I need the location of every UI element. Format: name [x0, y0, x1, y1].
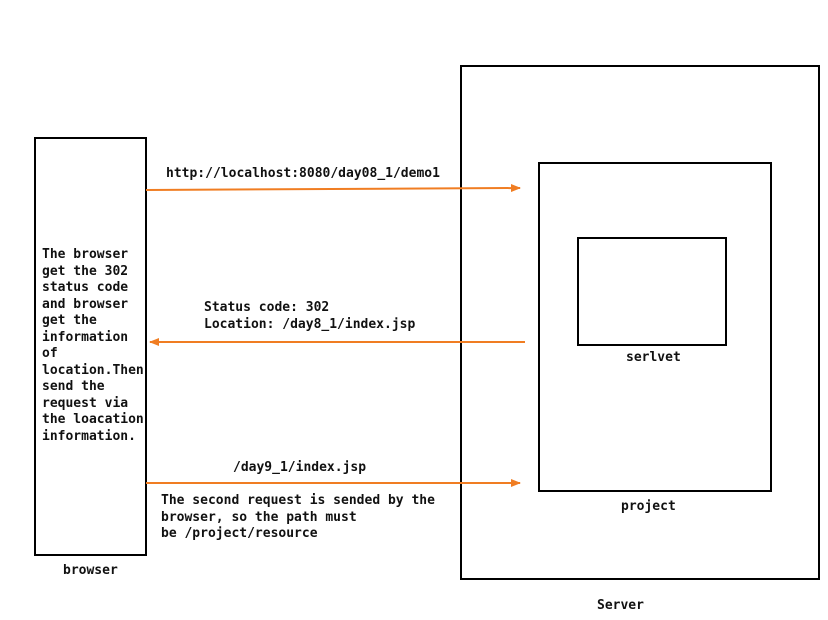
request-url-label: http://localhost:8080/day08_1/demo1: [166, 166, 440, 181]
second-request-note-line: browser, so the path must: [161, 509, 357, 525]
project-label: project: [621, 499, 676, 514]
server-label: Server: [597, 598, 644, 613]
browser-note-line: send the: [42, 379, 105, 394]
request-arrow: [145, 184, 521, 193]
location-label: Location: /day8_1/index.jsp: [204, 316, 416, 332]
browser-note-line: of: [42, 346, 58, 361]
second-request-note-line: The second request is sended by the: [161, 493, 435, 508]
browser-note-line: the loacation: [42, 412, 144, 427]
servlet-label: serlvet: [626, 350, 681, 365]
browser-note-line: location.Then: [42, 362, 144, 378]
browser-note-line: get the 302: [42, 263, 129, 279]
browser-note-line: status code: [42, 280, 129, 295]
browser-note-line: information.: [42, 428, 136, 444]
browser-box: [34, 137, 147, 556]
second-request-note-line: be /project/resource: [161, 526, 318, 541]
servlet-box: [577, 237, 727, 346]
browser-note-line: information: [42, 329, 129, 345]
browser-note-line: get the: [42, 313, 97, 328]
browser-note-line: The browser: [42, 247, 129, 262]
browser-note-line: and browser: [42, 296, 129, 312]
server-box: [460, 65, 820, 580]
status-code-label: Status code: 302: [204, 300, 330, 315]
browser-label: browser: [63, 563, 118, 578]
browser-note-line: request via: [42, 395, 129, 411]
project-box: [538, 162, 772, 492]
second-request-path-label: /day9_1/index.jsp: [233, 460, 367, 475]
